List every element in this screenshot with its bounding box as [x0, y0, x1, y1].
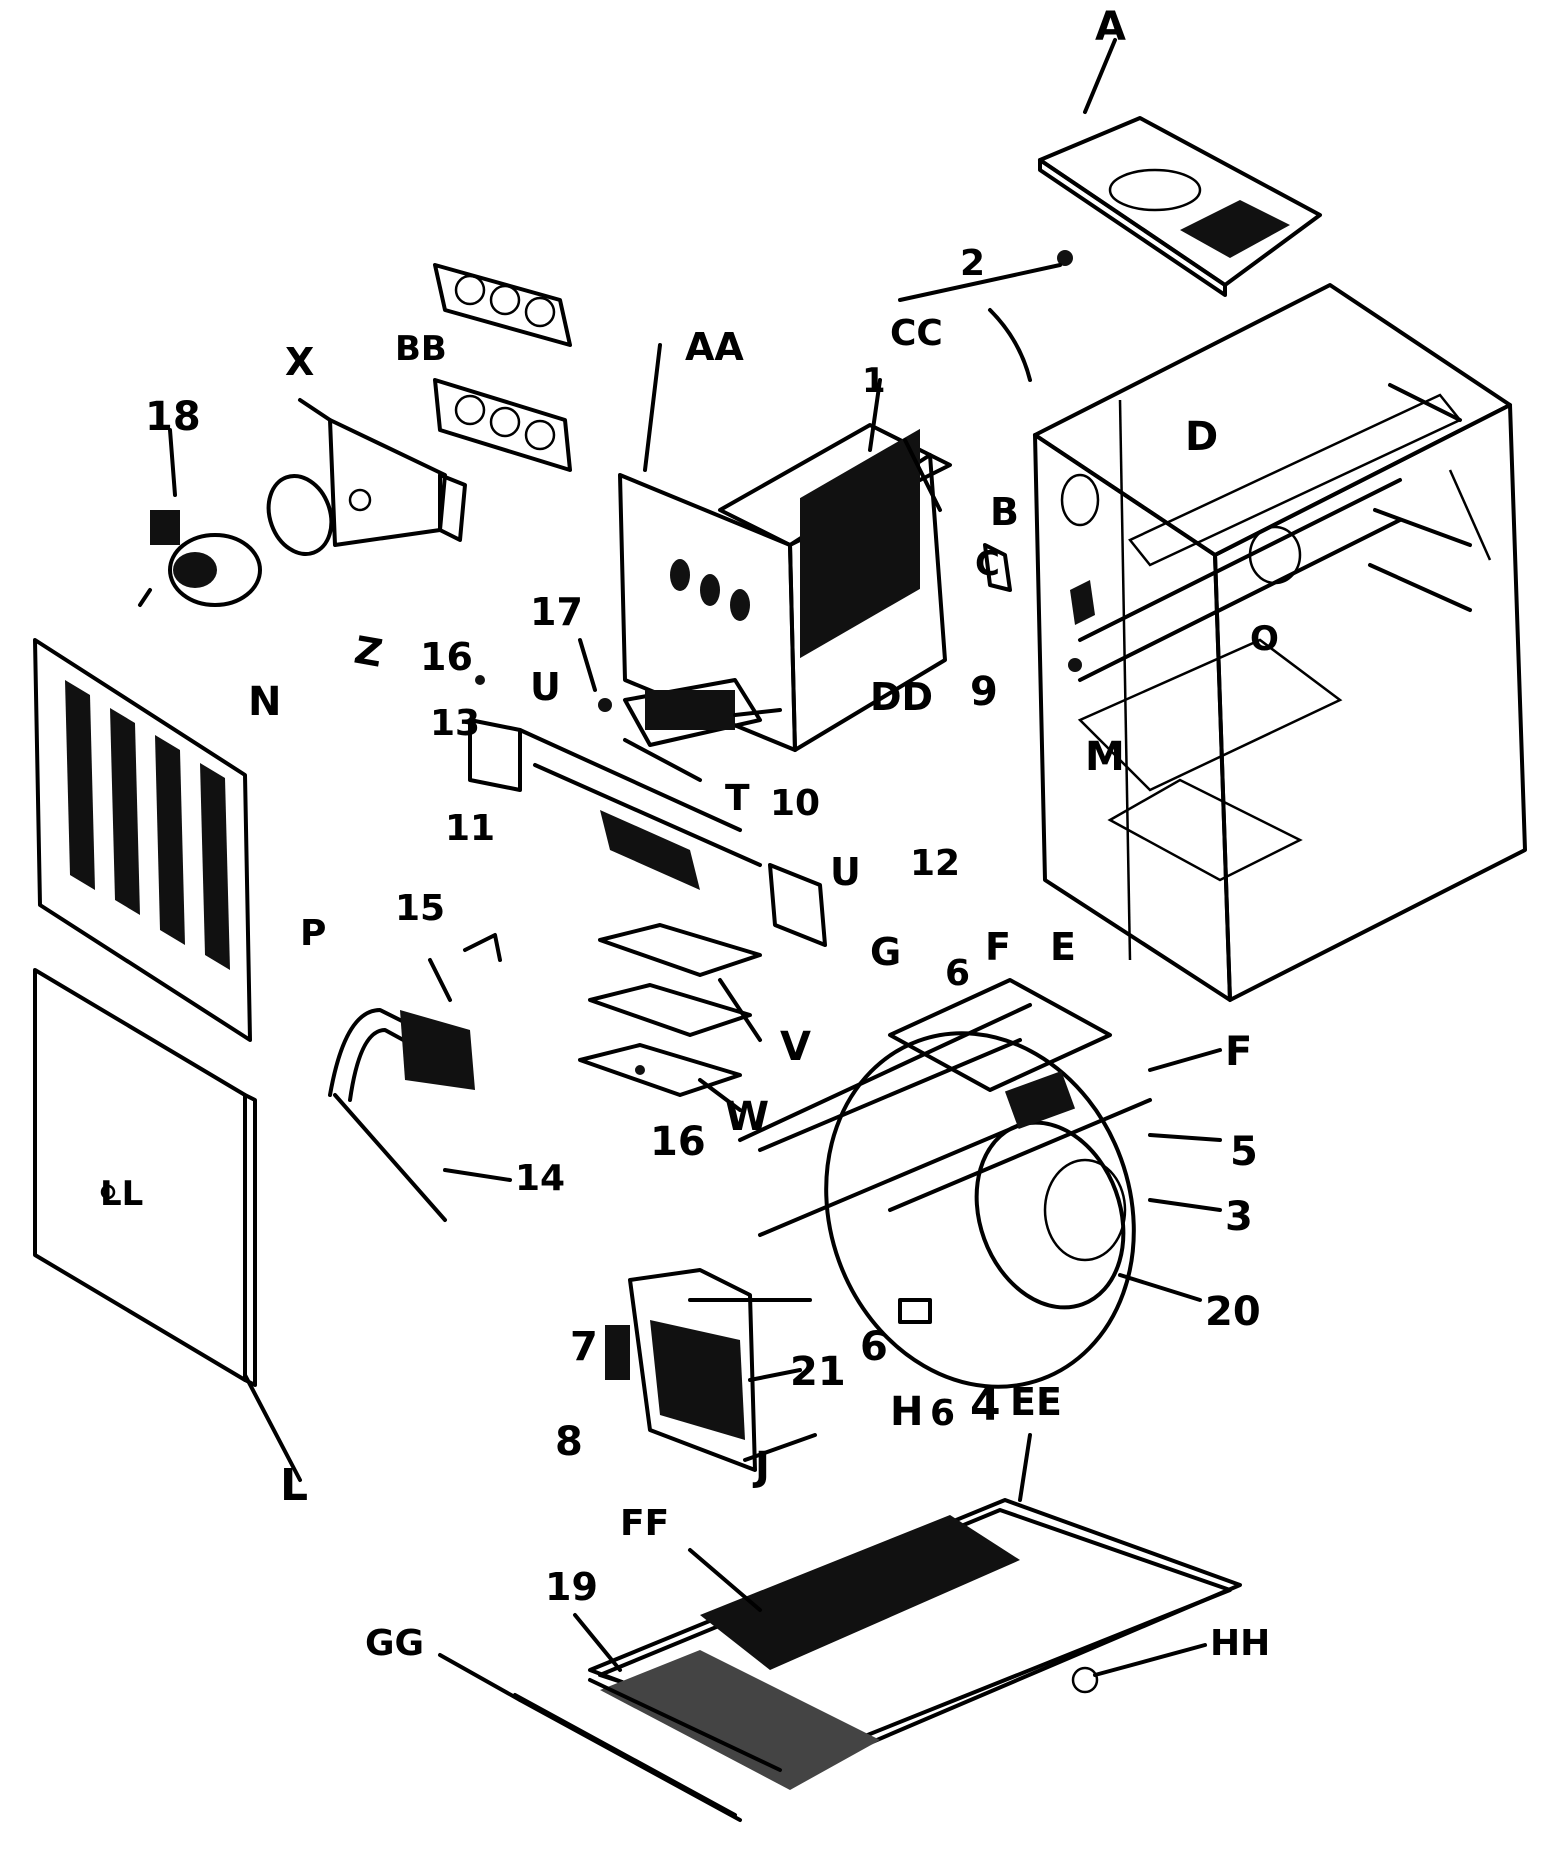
label-F-top: F: [985, 925, 1011, 969]
label-O: O: [1250, 619, 1279, 659]
label-6: 6: [945, 953, 970, 994]
gas-valve: [328, 958, 512, 1222]
label-13: 13: [430, 703, 480, 744]
label-11: 11: [445, 808, 495, 849]
heat-exchanger: [618, 343, 952, 752]
clip-11: [463, 933, 502, 962]
label-2: 2: [960, 243, 985, 284]
label-LL: LL: [100, 1174, 143, 1214]
label-10: 10: [770, 783, 820, 824]
label-B: B: [990, 490, 1019, 534]
label-19: 19: [545, 1565, 598, 1609]
label-G: G: [870, 930, 901, 974]
leader-cc: [898, 263, 1062, 302]
label-DD: DD: [870, 675, 933, 719]
lower-door: [33, 968, 302, 1482]
label-E: E: [1050, 925, 1076, 969]
label-W: W: [725, 1094, 769, 1140]
label-8: 8: [555, 1419, 583, 1465]
base-filter-assembly: [438, 1433, 1242, 1822]
label-X: X: [285, 340, 314, 384]
label-21: 21: [790, 1349, 846, 1395]
label-EE: EE: [1010, 1380, 1062, 1424]
label-V: V: [780, 1024, 811, 1070]
control-box: [605, 1268, 817, 1472]
label-12: 12: [910, 843, 960, 884]
upper-door: [33, 638, 252, 1042]
label-5: 5: [1230, 1129, 1258, 1175]
label-CC: CC: [890, 313, 943, 354]
label-Z: Z: [351, 628, 386, 676]
manifold-assembly: [468, 638, 827, 947]
label-3: 3: [1225, 1194, 1253, 1240]
label-1: 1: [862, 361, 886, 401]
label-U-left: U: [530, 665, 561, 709]
label-J: J: [752, 1444, 770, 1490]
label-14: 14: [515, 1158, 565, 1199]
label-U-right: U: [830, 850, 861, 894]
top-panel: [1038, 38, 1322, 297]
label-BB: BB: [395, 329, 447, 369]
label-20: 20: [1205, 1289, 1261, 1335]
blower-assembly: [738, 978, 1222, 1389]
inducer-motor: [138, 428, 334, 607]
label-N: N: [248, 679, 281, 725]
label-L: L: [280, 1460, 308, 1511]
label-7: 7: [570, 1324, 598, 1370]
screw-16a: [475, 675, 485, 685]
label-T: T: [725, 778, 750, 819]
screw-16b: [635, 1065, 645, 1075]
label-GG: GG: [365, 1623, 424, 1664]
label-17: 17: [530, 590, 583, 634]
label-6b: 6: [860, 1324, 888, 1370]
label-6c: 6: [930, 1393, 955, 1434]
label-4: 4: [970, 1380, 1001, 1431]
label-16a: 16: [420, 635, 473, 679]
burner-assembly: [623, 678, 782, 782]
screw-17: [598, 698, 612, 712]
gaskets-bb: [433, 263, 572, 472]
label-A: A: [1095, 4, 1126, 50]
label-9: 9: [970, 669, 998, 715]
wire-cc: [988, 308, 1032, 382]
limit-switch-c: [983, 543, 1012, 592]
furnace-cabinet: [1033, 283, 1527, 1002]
label-AA: AA: [685, 325, 744, 369]
label-15: 15: [395, 888, 445, 929]
label-16b: 16: [650, 1119, 706, 1165]
screw-2: [1057, 250, 1073, 266]
label-H: H: [890, 1389, 923, 1435]
label-C: C: [975, 544, 1000, 584]
label-D: D: [1185, 414, 1218, 460]
label-FF: FF: [620, 1503, 669, 1544]
flame-shields: [578, 923, 762, 1112]
vent-bracket: [298, 398, 467, 547]
part-labels: A 2 CC AA 1 BB X 18 D B C O 9 M Z 16 17 …: [100, 4, 1279, 1664]
label-18: 18: [145, 394, 201, 440]
label-P: P: [300, 913, 326, 954]
label-M: M: [1085, 734, 1125, 780]
label-HH: HH: [1210, 1623, 1270, 1664]
screw-9: [1068, 658, 1082, 672]
label-F-right: F: [1225, 1029, 1252, 1075]
